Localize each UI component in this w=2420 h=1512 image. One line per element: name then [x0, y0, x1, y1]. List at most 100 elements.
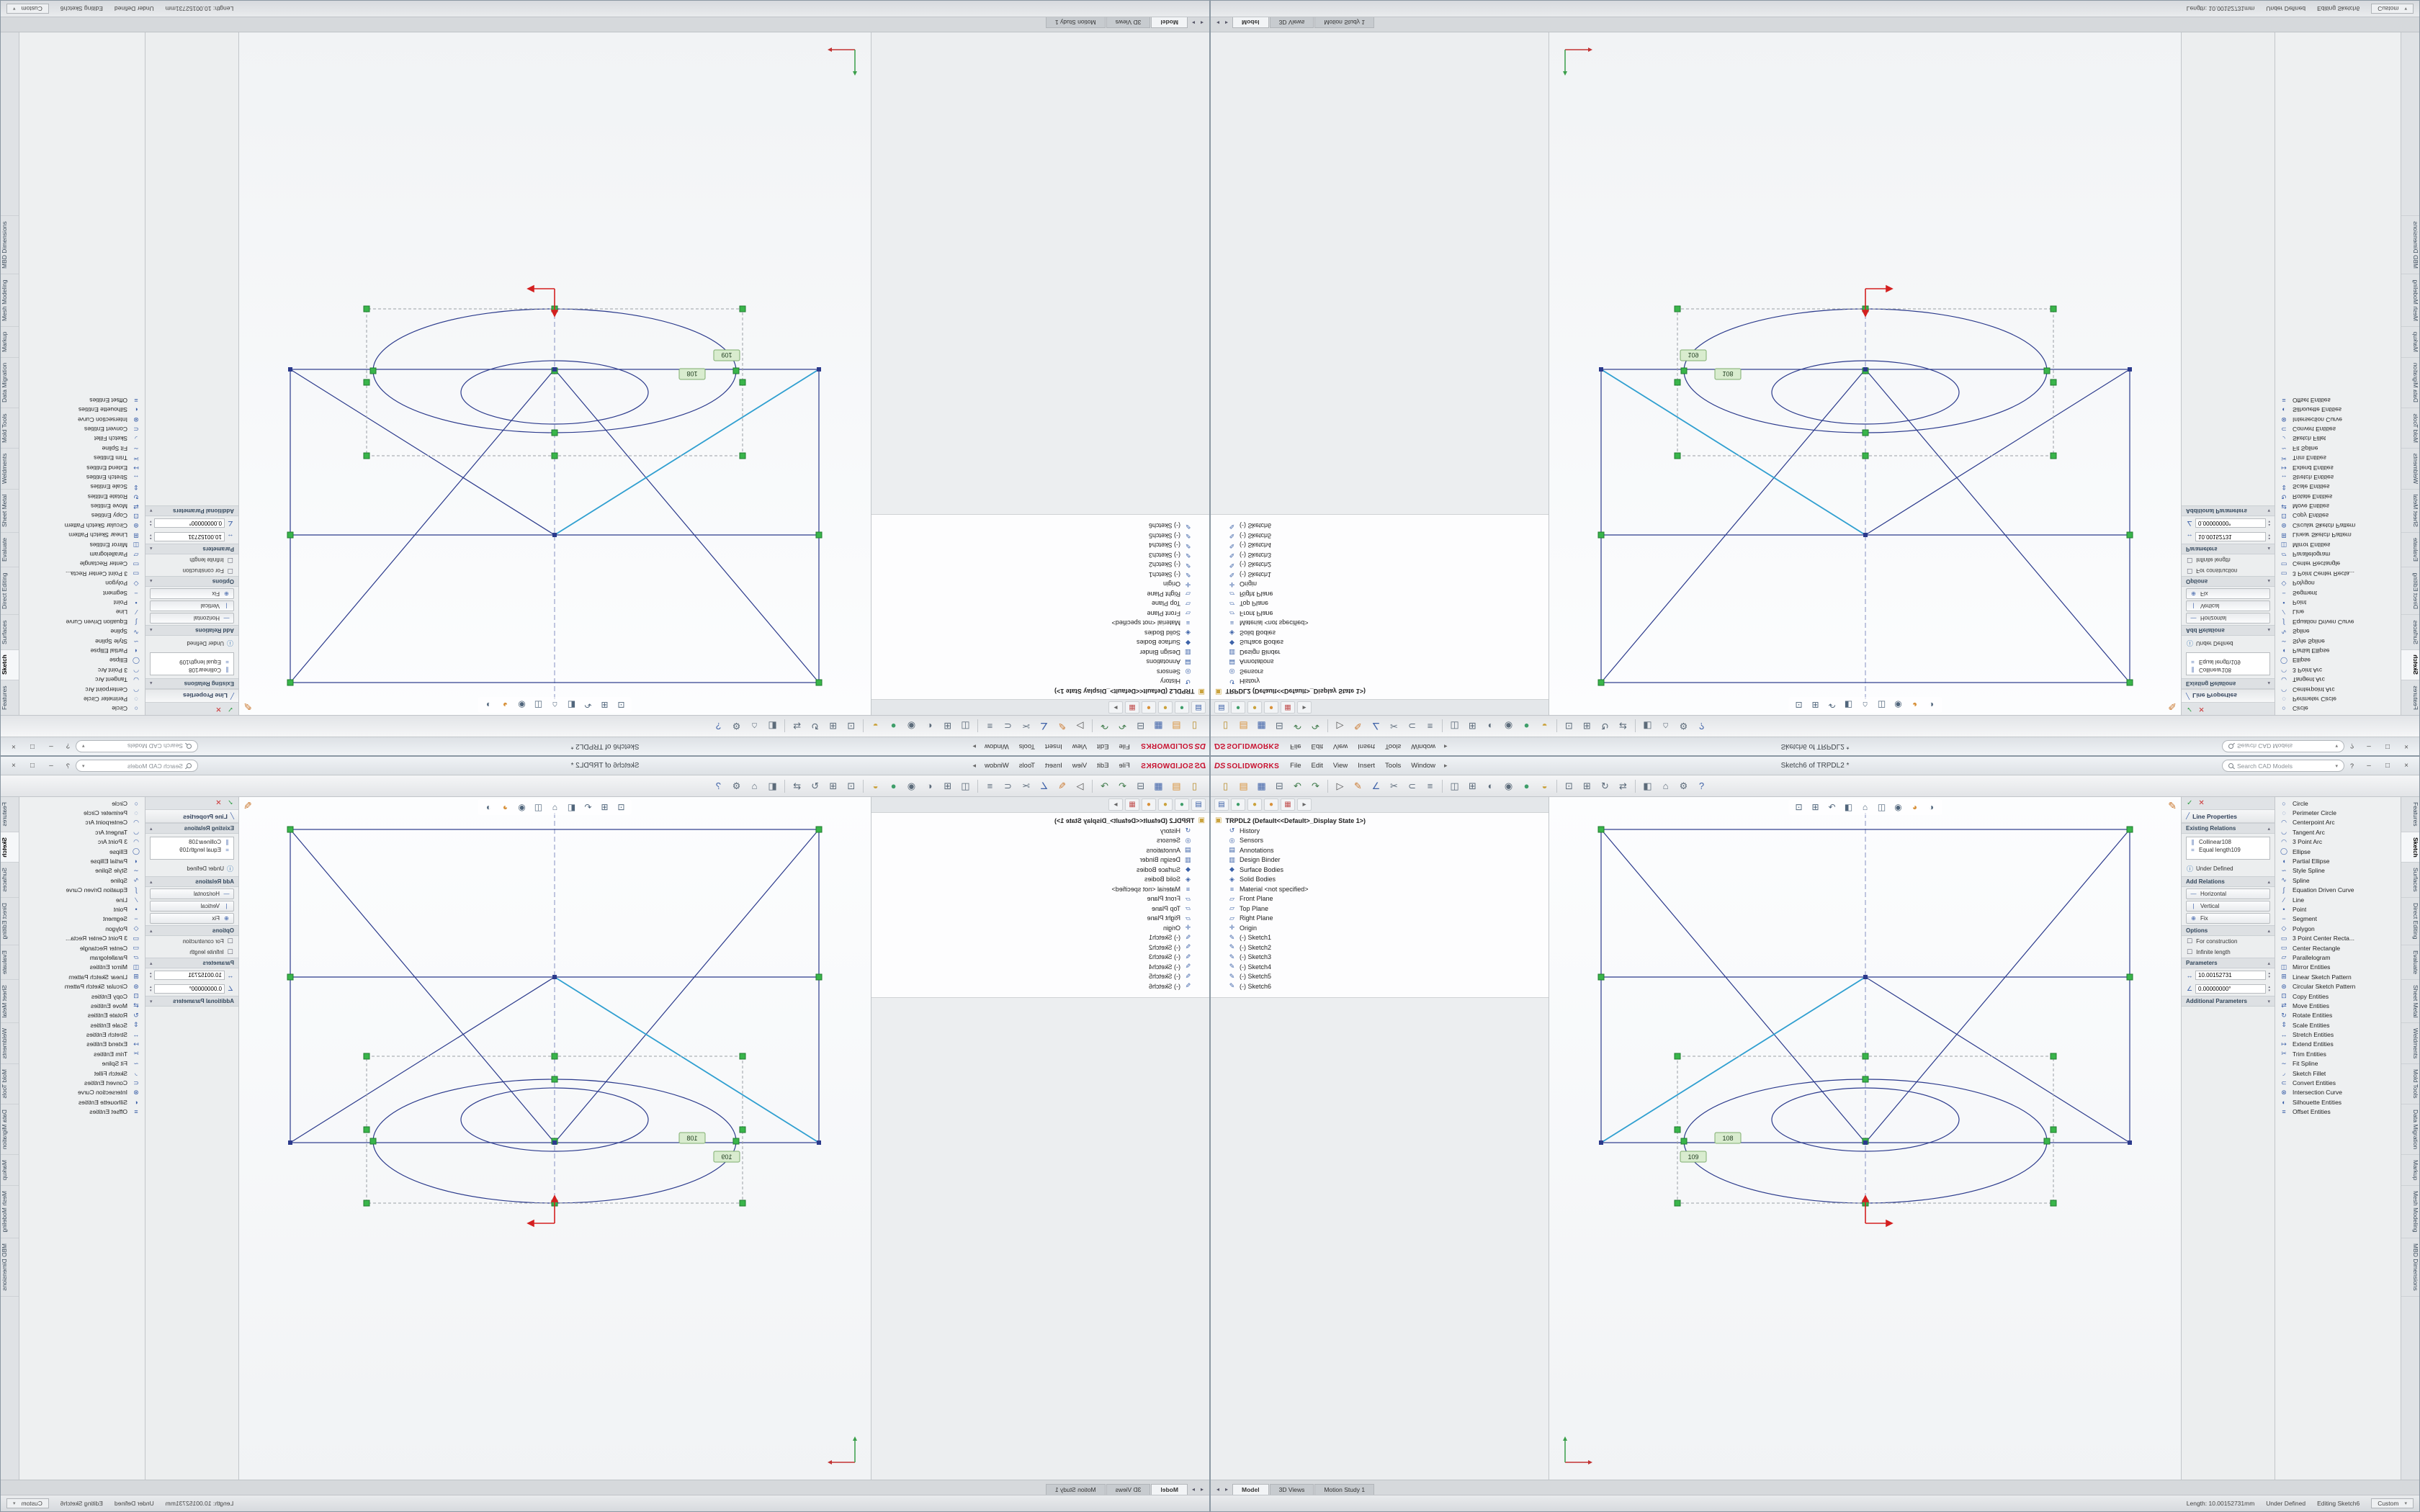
section-view-icon[interactable]: ◧	[1639, 718, 1657, 735]
tree-item-sketch3[interactable]: ✎(-) Sketch3	[1211, 550, 1549, 560]
tool-parallelogram[interactable]: ▱Parallelogram	[2275, 549, 2401, 559]
minimize-button[interactable]: –	[2367, 742, 2371, 751]
relation-collinear[interactable]: ∥Collinear108	[2188, 838, 2268, 846]
tool-intersection-curve[interactable]: ⊗Intersection Curve	[2275, 1088, 2401, 1097]
sketch-diagonal-left[interactable]	[1600, 369, 1866, 683]
tree-item-sketch5[interactable]: ✎(-) Sketch5	[1211, 531, 1549, 541]
tool-extend-entities[interactable]: ↦Extend Entities	[19, 1040, 145, 1049]
angle-parameter-input[interactable]	[2195, 984, 2267, 994]
tool-sketch-fillet[interactable]: ◞Sketch Fillet	[19, 1068, 145, 1078]
add-fix-relation[interactable]: ⊕Fix	[2186, 588, 2270, 599]
tree-item-right-plane[interactable]: ▱Right Plane	[1211, 589, 1549, 599]
configurationmanager-tab[interactable]: ●	[1247, 701, 1262, 714]
view-orientation-icon[interactable]: ⌂	[745, 718, 763, 735]
pan-icon[interactable]: ⇄	[788, 778, 806, 795]
command-tab[interactable]: Sketch	[2401, 649, 2419, 680]
tree-item-front-plane[interactable]: ▱Front Plane	[871, 608, 1209, 618]
tool-perimeter-circle[interactable]: ◌Perimeter Circle	[2275, 808, 2401, 817]
command-tab[interactable]: Weldments	[2401, 447, 2419, 489]
sketch-ellipse-small[interactable]	[1771, 360, 1960, 425]
new-document-icon[interactable]: ▯	[1216, 718, 1234, 735]
configurationmanager-tab[interactable]: ●	[1247, 798, 1262, 811]
tree-item-solid-bodies[interactable]: ◈Solid Bodies	[1211, 628, 1549, 638]
tree-item-front-plane[interactable]: ▱Front Plane	[1211, 894, 1549, 904]
tool-copy-entities[interactable]: ⊡Copy Entities	[19, 511, 145, 521]
tool-rotate-entities[interactable]: ↻Rotate Entities	[2275, 492, 2401, 501]
menu-item[interactable]: Tools	[1385, 742, 1402, 751]
offset-entities-icon[interactable]: ≡	[981, 778, 999, 795]
select-icon[interactable]: ▷	[1331, 718, 1349, 735]
tool-fit-spline[interactable]: ∼Fit Spline	[19, 1059, 145, 1068]
view-settings-icon[interactable]: ◑	[1924, 800, 1939, 814]
tool-sketch-fillet[interactable]: ◞Sketch Fillet	[2275, 434, 2401, 444]
tool-move-entities[interactable]: ⇄Move Entities	[2275, 501, 2401, 510]
command-tab[interactable]: Features	[2401, 797, 2419, 832]
tool-linear-sketch-pattern[interactable]: ⊞Linear Sketch Pattern	[19, 972, 145, 981]
tree-item-top-plane[interactable]: ▱Top Plane	[871, 904, 1209, 914]
new-document-icon[interactable]: ▯	[1216, 778, 1234, 795]
minimize-button[interactable]: –	[49, 742, 53, 751]
tree-item-annotations[interactable]: ▤Annotations	[1211, 657, 1549, 667]
command-tab[interactable]: Surfaces	[1, 614, 19, 649]
display-style-icon[interactable]: ◐	[920, 718, 938, 735]
propertymanager-tab[interactable]: ●	[1175, 798, 1189, 811]
rotate-view-icon[interactable]: ↻	[806, 718, 824, 735]
tree-item-sketch6[interactable]: ✎(-) Sketch6	[871, 981, 1209, 991]
length-spinner[interactable]: ▴▾	[2268, 971, 2270, 979]
section-view-icon[interactable]: ◧	[1841, 698, 1856, 712]
tool-segment[interactable]: −Segment	[2275, 914, 2401, 924]
tool-intersection-curve[interactable]: ⊗Intersection Curve	[19, 415, 145, 424]
help-icon[interactable]: ?	[1693, 718, 1711, 735]
view-orientation-icon[interactable]: ⌂	[745, 778, 763, 795]
sketch-icon[interactable]: ✎	[1349, 718, 1367, 735]
section-view-icon[interactable]: ◧	[564, 698, 579, 712]
maximize-button[interactable]: □	[2385, 742, 2390, 751]
display-style-icon[interactable]: ◫	[531, 800, 546, 814]
tool-partial-ellipse[interactable]: ◖Partial Ellipse	[2275, 646, 2401, 655]
redo-icon[interactable]: ↷	[1095, 718, 1113, 735]
tool-polygon[interactable]: ◇Polygon	[19, 924, 145, 933]
minimize-button[interactable]: –	[49, 761, 53, 770]
sketch-handles[interactable]	[1597, 305, 2133, 686]
command-tab[interactable]: MBD Dimensions	[1, 1238, 19, 1297]
scene-icon[interactable]: ◒	[866, 718, 884, 735]
relation-collinear[interactable]: ∥Collinear108	[152, 666, 232, 674]
select-icon[interactable]: ▷	[1071, 778, 1089, 795]
section-view-icon[interactable]: ◧	[1841, 800, 1856, 814]
search-dropdown-icon[interactable]: ▾	[82, 743, 85, 749]
tool-circular-sketch-pattern[interactable]: ⊛Circular Sketch Pattern	[2275, 521, 2401, 530]
relation-callouts[interactable]: 108 109	[678, 1132, 740, 1163]
length-spinner[interactable]: ▴▾	[2268, 533, 2270, 541]
tool-fit-spline[interactable]: ∼Fit Spline	[2275, 444, 2401, 453]
open-icon[interactable]: ▤	[1168, 718, 1186, 735]
for-construction-checkbox[interactable]: ☐For construction	[2182, 936, 2275, 947]
command-tab[interactable]: Direct Editing	[1, 567, 19, 615]
tab-nav-arrow[interactable]: ▸	[1191, 1486, 1195, 1493]
options-header[interactable]: Options ▴	[145, 576, 238, 587]
tree-item-front-plane[interactable]: ▱Front Plane	[1211, 608, 1549, 618]
tool-fit-spline[interactable]: ∼Fit Spline	[2275, 1059, 2401, 1068]
section-view-icon[interactable]: ◧	[763, 718, 781, 735]
appearance-icon[interactable]: ●	[1518, 718, 1536, 735]
sketch-vertices[interactable]	[1599, 975, 2132, 1145]
add-vertical-relation[interactable]: |Vertical	[150, 901, 234, 912]
trim-entities-icon[interactable]: ✂	[1017, 718, 1035, 735]
add-horizontal-relation[interactable]: —Horizontal	[2186, 888, 2270, 899]
options-icon[interactable]: ⚙	[727, 718, 745, 735]
command-tab[interactable]: Evaluate	[1, 945, 19, 980]
propertymanager-tab[interactable]: ●	[1231, 701, 1245, 714]
command-tab[interactable]: Sketch	[1, 832, 19, 863]
command-tab[interactable]: MBD Dimensions	[1, 215, 19, 274]
tab-model[interactable]: Model	[1151, 17, 1188, 28]
command-tab[interactable]: Evaluate	[2401, 532, 2419, 567]
tool-rotate-entities[interactable]: ↻Rotate Entities	[2275, 1011, 2401, 1020]
configurationmanager-tab[interactable]: ●	[1158, 701, 1173, 714]
graphics-viewport[interactable]: 108 109	[239, 32, 871, 715]
mirror-entities-icon[interactable]: ◫	[1446, 718, 1464, 735]
tree-item-sketch3[interactable]: ✎(-) Sketch3	[871, 953, 1209, 963]
additional-parameters-header[interactable]: Additional Parameters ▾	[2182, 996, 2275, 1007]
rotate-view-icon[interactable]: ↻	[1596, 718, 1614, 735]
length-spinner[interactable]: ▴▾	[150, 533, 152, 541]
tool-sketch-fillet[interactable]: ◞Sketch Fillet	[19, 434, 145, 444]
zoom-fit-icon[interactable]: ⊡	[842, 718, 860, 735]
